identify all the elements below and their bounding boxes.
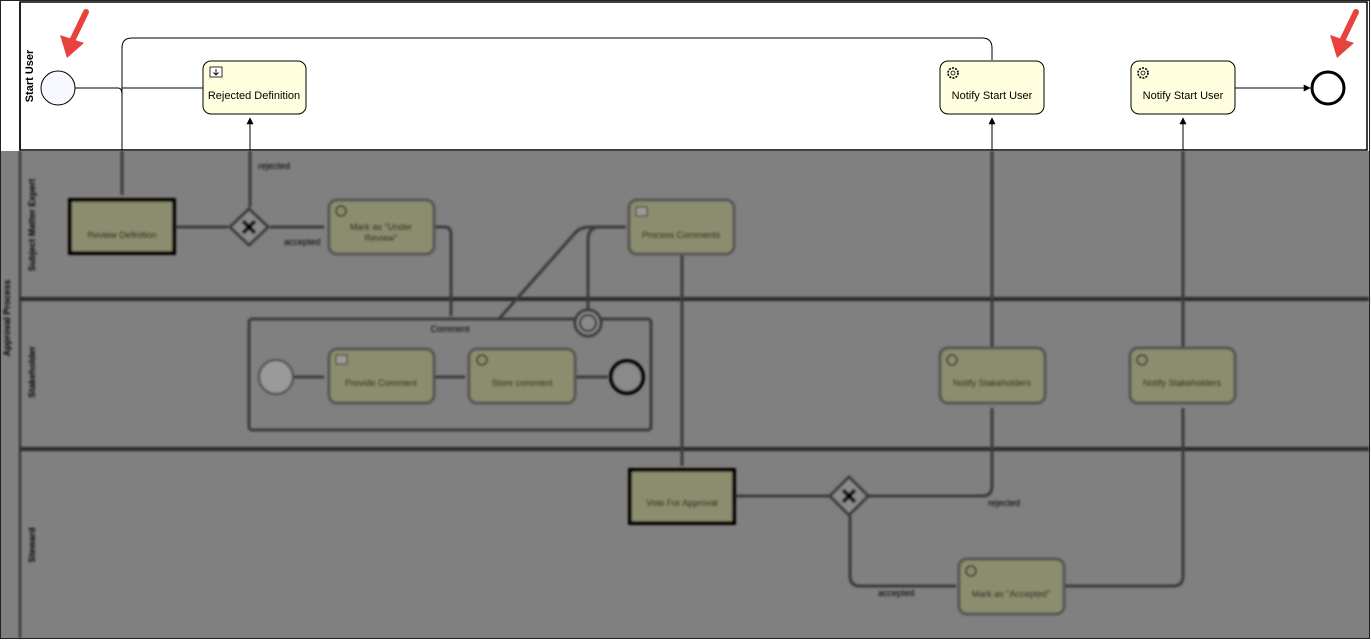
lane-label-stakeholder: Stakeholder	[27, 346, 37, 398]
greyed-region: Approval Process Subject Matter Expert S…	[1, 151, 1369, 638]
task-rejected-definition[interactable]: Rejected Definition	[202, 60, 307, 115]
gear-icon	[1137, 67, 1149, 79]
task-label: Rejected Definition	[208, 90, 300, 102]
task-notify-start-user-2[interactable]: Notify Start User	[1130, 60, 1236, 115]
flow-label: rejected	[258, 161, 290, 171]
task-label: Notify Start User	[952, 90, 1033, 102]
start-event-icon[interactable]	[40, 70, 76, 106]
script-task-icon	[209, 66, 223, 78]
red-arrow-icon	[60, 9, 89, 58]
task-label: Review Definition	[87, 230, 157, 240]
gear-icon	[947, 67, 959, 79]
lane-label-sme: Subject Matter Expert	[27, 179, 37, 272]
red-arrow-icon	[1330, 9, 1359, 58]
flow-loop-top[interactable]	[121, 37, 993, 95]
pool-label: Approval Process	[2, 280, 12, 357]
task-label: Notify Stakeholders	[1143, 378, 1222, 388]
task-label: Notify Start User	[1143, 90, 1224, 102]
subprocess-label: Comment	[430, 324, 470, 334]
flow-label: accepted	[284, 237, 321, 247]
task-notify-start-user-1[interactable]: Notify Start User	[939, 60, 1045, 115]
task-label: Provide Comment	[345, 378, 418, 388]
flow-label: accepted	[878, 588, 915, 598]
task-label: Review"	[365, 233, 398, 243]
task-label: Vote For Approval	[646, 498, 718, 508]
task-label: Store comment	[491, 378, 553, 388]
task-label: Process Comments	[642, 230, 721, 240]
task-label: Mark as "Under	[350, 222, 412, 232]
lane-label-steward: Steward	[27, 527, 37, 562]
flow-label: rejected	[988, 498, 1020, 508]
lane-label-start-user: Start User	[24, 49, 36, 102]
task-label: Mark as "Accepted"	[972, 589, 1050, 599]
end-event-icon[interactable]	[1310, 70, 1346, 106]
task-label: Notify Stakeholders	[953, 378, 1032, 388]
